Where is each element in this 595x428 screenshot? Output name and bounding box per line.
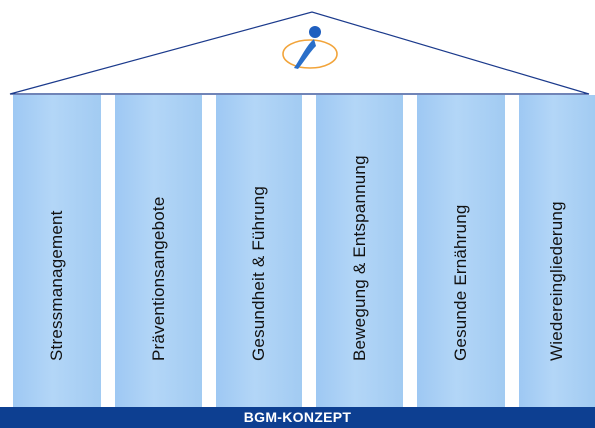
pillar-label: Gesunde Ernährung: [451, 204, 470, 361]
base-foundation: BGM-KONZEPT: [0, 407, 595, 428]
roof: [9, 11, 590, 95]
logo-head: [309, 26, 321, 38]
pillar-label: Präventionsangebote: [148, 196, 168, 361]
pillar-bewegung-entspannung: Bewegung & Entspannung: [316, 95, 403, 407]
pillar-stressmanagement: Stressmanagement: [13, 95, 101, 407]
pillar-gesunde-ernaehrung: Gesunde Ernährung: [417, 95, 505, 407]
pillar-label: Gesundheit & Führung: [249, 185, 268, 361]
pillar-wiedereingliederung: Wiedereingliederung: [519, 95, 595, 407]
pillar-label: Stressmanagement: [47, 210, 66, 361]
pillar-gesundheit-fuehrung: Gesundheit & Führung: [216, 95, 302, 407]
base-label: BGM-KONZEPT: [243, 409, 352, 425]
figure-with-orbit-logo: [282, 26, 338, 69]
logo-body: [294, 39, 316, 69]
pillar-label: Bewegung & Entspannung: [349, 155, 369, 361]
roof-outline: [9, 11, 590, 95]
pillar-praeventionsangebote: Präventionsangebote: [115, 95, 202, 407]
logo-orbit: [282, 39, 338, 69]
pillar-label: Wiedereingliederung: [547, 201, 566, 361]
